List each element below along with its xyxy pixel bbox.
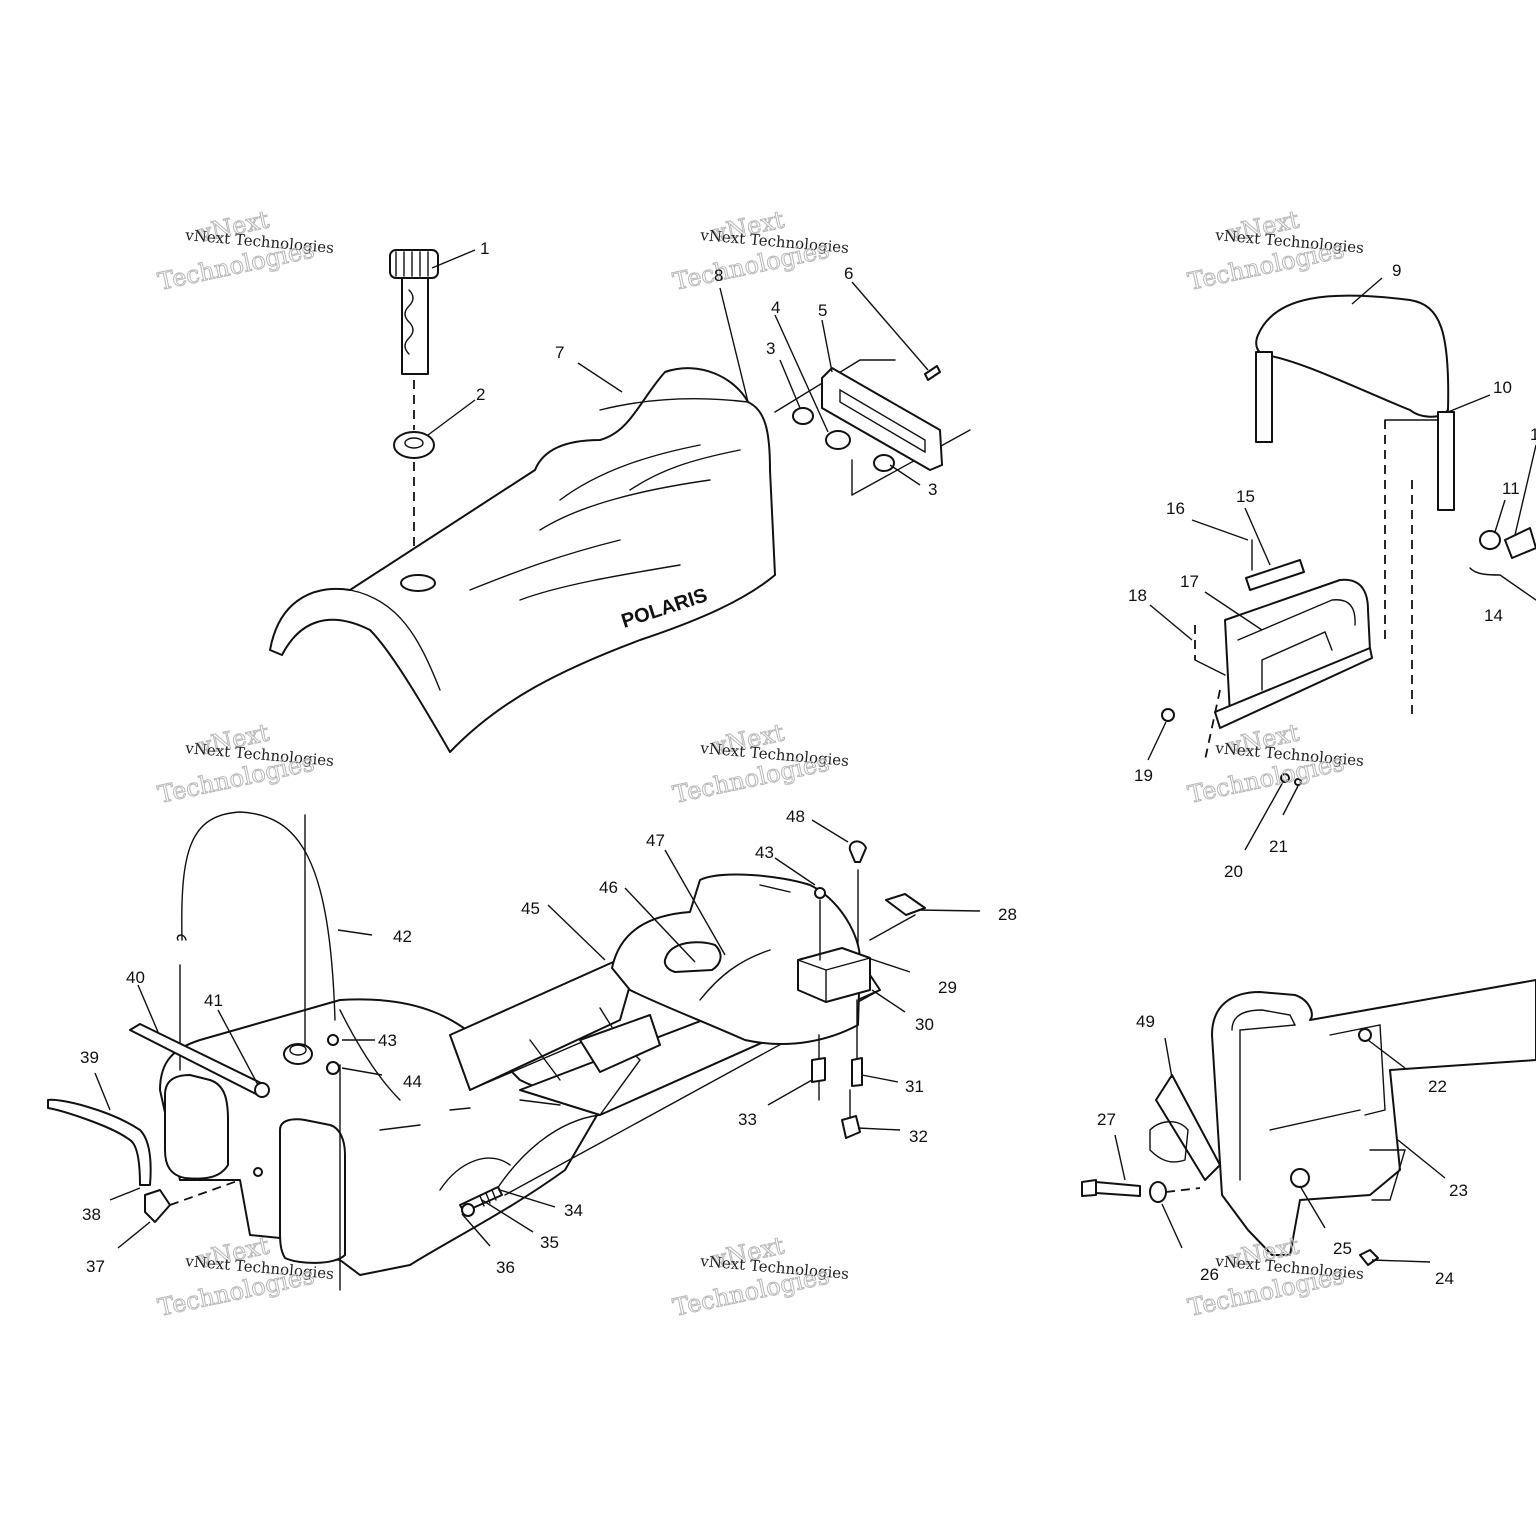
callout-47: 47 xyxy=(646,831,665,850)
callout-31: 31 xyxy=(905,1077,924,1096)
callout-8: 8 xyxy=(714,266,723,285)
watermark-5: vNext vNext Technologies Technologies xyxy=(670,718,850,809)
fuel-cap xyxy=(389,249,439,430)
callout-18: 18 xyxy=(1128,586,1147,605)
callout-19: 19 xyxy=(1134,766,1153,785)
callout-29: 29 xyxy=(938,978,957,997)
callout-37: 37 xyxy=(86,1257,105,1276)
callout-28: 28 xyxy=(998,905,1017,924)
watermark-4: vNext vNext Technologies Technologies xyxy=(155,718,335,809)
callout-30: 30 xyxy=(915,1015,934,1034)
callout-17: 17 xyxy=(1180,572,1199,591)
callout-1: 1 xyxy=(480,239,489,258)
callout-43: 43 xyxy=(378,1031,397,1050)
callout-11: 11 xyxy=(1502,479,1520,498)
callout-42: 42 xyxy=(393,927,412,946)
callout-32: 32 xyxy=(909,1127,928,1146)
callout-36: 36 xyxy=(496,1258,515,1277)
callout-16: 16 xyxy=(1166,499,1185,518)
callout-45: 45 xyxy=(521,899,540,918)
callout-22: 22 xyxy=(1428,1077,1447,1096)
callout-27: 27 xyxy=(1097,1110,1116,1129)
callout-labels: 1 2 3 3 4 5 6 7 8 9 10 1 11 14 15 16 17 … xyxy=(80,239,1536,1288)
callout-23: 23 xyxy=(1449,1181,1468,1200)
callout-1b: 1 xyxy=(1530,425,1536,444)
leader-lines xyxy=(94,249,1536,1263)
callout-24: 24 xyxy=(1435,1269,1454,1288)
callout-5: 5 xyxy=(818,301,827,320)
backrest-mount xyxy=(1161,539,1373,786)
callout-40: 40 xyxy=(126,968,145,987)
callout-38: 38 xyxy=(82,1205,101,1224)
callout-20: 20 xyxy=(1224,862,1243,881)
seat-latch-bracket xyxy=(774,359,971,496)
callout-15: 15 xyxy=(1236,487,1255,506)
callout-7: 7 xyxy=(555,343,564,362)
callout-34: 34 xyxy=(564,1201,583,1220)
rear-storage xyxy=(611,840,926,1046)
watermark-3: vNext vNext Technologies Technologies xyxy=(1185,205,1365,296)
watermark-8: vNext vNext Technologies Technologies xyxy=(670,1231,850,1322)
callout-26: 26 xyxy=(1200,1265,1219,1284)
callout-25: 25 xyxy=(1333,1239,1352,1258)
fuel-valve xyxy=(459,1186,503,1217)
callout-6: 6 xyxy=(844,264,853,283)
callout-4: 4 xyxy=(771,298,780,317)
callout-49: 49 xyxy=(1136,1012,1155,1031)
callout-10: 10 xyxy=(1493,378,1512,397)
callout-14: 14 xyxy=(1484,606,1503,625)
callout-9: 9 xyxy=(1392,261,1401,280)
watermark-1: vNext vNext Technologies Technologies xyxy=(155,205,335,296)
callout-21: 21 xyxy=(1269,837,1288,856)
callout-39: 39 xyxy=(80,1048,99,1067)
backrest xyxy=(1255,294,1455,715)
callout-3: 3 xyxy=(928,480,937,499)
callout-43b: 43 xyxy=(755,843,774,862)
rear-bumper-assembly xyxy=(1081,979,1536,1266)
fasteners-31-33 xyxy=(811,999,863,1139)
seat xyxy=(269,367,776,753)
callout-41: 41 xyxy=(204,991,223,1010)
callout-2: 2 xyxy=(476,385,485,404)
right-bracket-parts xyxy=(1469,527,1536,601)
callout-3: 3 xyxy=(766,339,775,358)
watermark-2: vNext vNext Technologies Technologies xyxy=(670,205,850,296)
callout-46: 46 xyxy=(599,878,618,897)
callout-33: 33 xyxy=(738,1110,757,1129)
callout-44: 44 xyxy=(403,1072,422,1091)
fuel-lines xyxy=(47,811,336,1223)
callout-35: 35 xyxy=(540,1233,559,1252)
callout-48: 48 xyxy=(786,807,805,826)
